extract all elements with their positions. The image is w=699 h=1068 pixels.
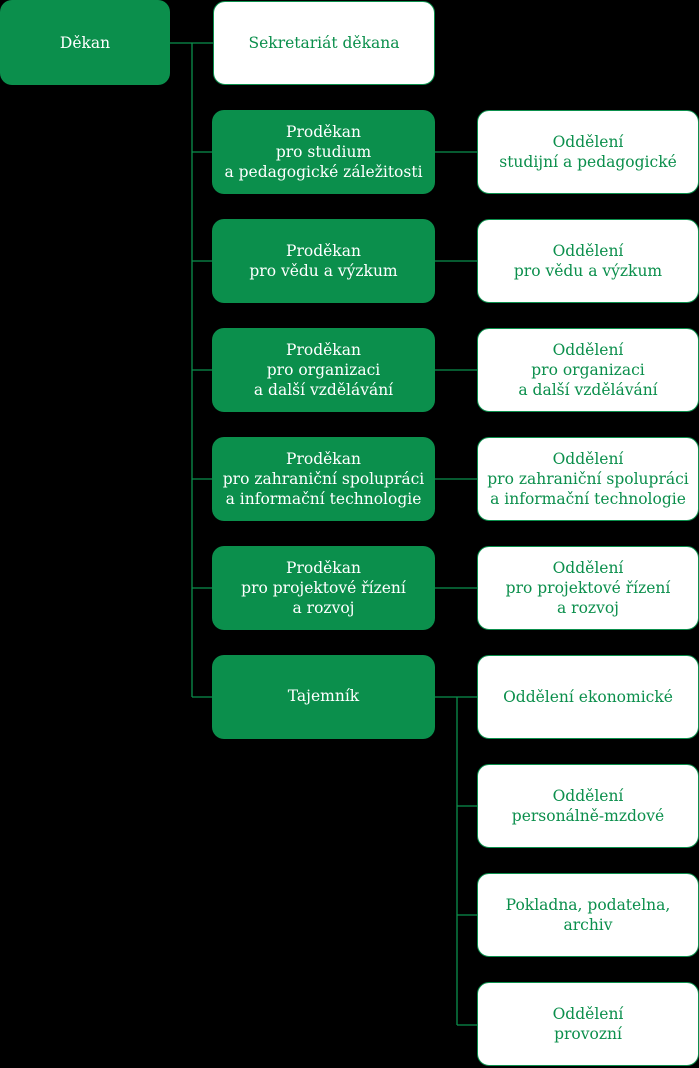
office-label: Oddělení provozní [552,1005,624,1043]
office-label: Oddělení personálně-mzdové [511,787,665,825]
office-label: Oddělení studijní a pedagogické [499,133,677,171]
secretariat-label: Sekretariát děkana [248,34,400,52]
secretary-label: Tajemník [287,687,360,705]
office-label: Oddělení pro projektové řízení a rozvoj [505,559,671,617]
office-box-zahranici: Oddělení pro zahraniční spolupráci a inf… [477,437,699,521]
vice-dean-label: Proděkan pro projektové řízení a rozvoj [241,559,406,617]
vice-dean-label: Proděkan pro organizaci a další vzdělává… [253,341,394,399]
vice-dean-label: Proděkan pro studium a pedagogické zálež… [224,123,423,181]
office-box-personalni: Oddělení personálně-mzdové [477,764,699,848]
vice-dean-label: Proděkan pro vědu a výzkum [249,242,398,280]
vice-dean-label: Proděkan pro zahraniční spolupráci a inf… [222,450,425,508]
office-label: Oddělení ekonomické [503,688,673,706]
dean-label: Děkan [59,33,111,52]
office-label: Oddělení pro vědu a výzkum [513,242,663,280]
vice-dean-box-zahranici: Proděkan pro zahraniční spolupráci a inf… [212,437,435,521]
office-label: Oddělení pro zahraniční spolupráci a inf… [487,450,689,508]
secretariat-box: Sekretariát děkana [213,1,435,85]
secretary-box: Tajemník [212,655,435,739]
vice-dean-box-studium: Proděkan pro studium a pedagogické zálež… [212,110,435,194]
office-box-studium: Oddělení studijní a pedagogické [477,110,699,194]
dean-box: Děkan [0,0,170,85]
office-box-organizace: Oddělení pro organizaci a další vzdělává… [477,328,699,412]
office-label: Oddělení pro organizaci a další vzdělává… [518,341,658,399]
vice-dean-box-projekty: Proděkan pro projektové řízení a rozvoj [212,546,435,630]
office-box-provozni: Oddělení provozní [477,982,699,1066]
vice-dean-box-veda: Proděkan pro vědu a výzkum [212,219,435,303]
office-label: Pokladna, podatelna, archiv [505,896,671,934]
office-box-veda: Oddělení pro vědu a výzkum [477,219,699,303]
office-box-ekonomicke: Oddělení ekonomické [477,655,699,739]
office-box-projekty: Oddělení pro projektové řízení a rozvoj [477,546,699,630]
office-box-pokladna: Pokladna, podatelna, archiv [477,873,699,957]
vice-dean-box-organizace: Proděkan pro organizaci a další vzdělává… [212,328,435,412]
